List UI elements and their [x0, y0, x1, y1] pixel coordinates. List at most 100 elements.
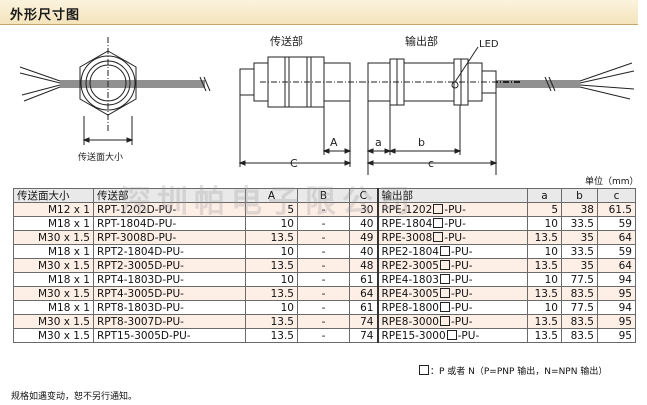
cell-C: 64 — [349, 286, 378, 301]
cell-C: 48 — [349, 258, 378, 273]
transmitter-wires — [19, 66, 211, 102]
receiver-model-prefix: RPE2-3005 — [381, 259, 439, 272]
blank-underline — [183, 301, 195, 314]
transmitter-model: RPT4-3005D-PU- — [97, 287, 184, 300]
cell-size: M18 x 1 — [13, 272, 94, 287]
receiver-model-suffix: -PU- — [444, 217, 466, 230]
cell-B: - — [297, 230, 350, 245]
cell-a: 13.5 — [527, 328, 562, 343]
blank-underline — [183, 273, 195, 286]
col-a: a — [527, 188, 562, 203]
col-A: A — [245, 188, 298, 203]
cell-a: 10 — [527, 300, 562, 315]
blank-underline — [472, 315, 484, 328]
cell-size: M18 x 1 — [13, 244, 94, 259]
receiver-model-suffix: -PU- — [450, 315, 473, 328]
cell-A: 13.5 — [245, 230, 298, 245]
blank-underline — [176, 217, 187, 230]
cell-c: 94 — [597, 300, 636, 315]
receiver-model-prefix: RPE8-3000 — [381, 315, 439, 328]
cell-transmitter: RPT-1804D-PU- — [93, 216, 246, 231]
cell-receiver: RPE4-3005-PU- — [376, 286, 528, 301]
cell-size: M30 x 1.5 — [13, 230, 94, 245]
cell-size: M18 x 1 — [13, 216, 94, 231]
transmitter-model: RPT2-1804D-PU- — [97, 245, 184, 258]
cell-transmitter: RPT15-3005D-PU- — [93, 328, 246, 343]
checkbox-square-icon — [433, 231, 444, 242]
cell-size: M30 x 1.5 — [13, 314, 94, 329]
page-title: 外形尺寸图 — [10, 8, 81, 23]
col-size: 传送面大小 — [13, 188, 94, 203]
cell-transmitter: RPT4-3005D-PU- — [93, 286, 246, 301]
cell-B: - — [297, 244, 350, 259]
blank-underline — [472, 273, 484, 286]
cell-receiver: RPE-3008-PU- — [376, 230, 528, 245]
blank-underline — [472, 287, 484, 300]
receiver-model-suffix: -PU- — [450, 259, 473, 272]
blank-underline — [472, 245, 484, 258]
cell-b: 77.5 — [561, 300, 598, 315]
dim-b-label: b — [418, 136, 425, 149]
col-c: c — [597, 188, 636, 203]
transmitter-label: 传送部 — [270, 34, 303, 48]
blank-underline — [183, 287, 195, 300]
col-transmitter: 传送部 — [93, 188, 246, 203]
checkbox-square-icon — [439, 259, 450, 270]
cell-receiver: RPE-1804 -PU- — [376, 216, 528, 231]
dimension-drawing: 传送部 输出部 LED 传送面大小 A C a b c — [19, 34, 635, 175]
receiver-model-suffix: -PU- — [450, 273, 473, 286]
cell-b: 38 — [561, 202, 598, 217]
cell-B: - — [297, 286, 350, 301]
receiver-model-prefix: RPE-1804 — [381, 217, 433, 230]
cell-B: - — [297, 328, 350, 343]
cell-C: 49 — [349, 230, 378, 245]
blank-underline — [176, 231, 187, 244]
cell-a: 10 — [527, 216, 562, 231]
cell-c: 64 — [597, 230, 636, 245]
receiver-model-suffix: -PU- — [444, 231, 466, 244]
transmitter-model: RPT15-3005D-PU- — [97, 329, 191, 342]
footnote: ：P 或者 N（P=PNP 输出，N=NPN 输出） — [418, 364, 607, 377]
cell-C: 40 — [349, 244, 378, 259]
dim-A-label: A — [330, 136, 338, 149]
cell-C: 61 — [349, 300, 378, 315]
cell-B: - — [297, 300, 350, 315]
cell-A: 10 — [245, 300, 298, 315]
front-view — [62, 37, 154, 145]
cell-B: - — [297, 258, 350, 273]
checkbox-square-icon — [439, 245, 450, 256]
cell-transmitter: RPT8-3007D-PU- — [93, 314, 246, 329]
cell-A: 13.5 — [245, 258, 298, 273]
cell-A: 10 — [245, 272, 298, 287]
receiver-model-prefix: RPE15-3000 — [381, 329, 446, 342]
transmitter-model: RPT-3008D-PU- — [97, 231, 177, 244]
col-receiver: 输出部 — [376, 188, 528, 203]
blank-underline — [465, 203, 477, 216]
cell-size: M12 x 1 — [13, 202, 94, 217]
cell-B: - — [297, 216, 350, 231]
cell-c: 95 — [597, 286, 636, 301]
receiver-wires — [496, 62, 635, 100]
cell-B: - — [297, 202, 350, 217]
cell-B: - — [297, 314, 350, 329]
title-bar: 外形尺寸图 — [0, 0, 638, 25]
checkbox-square-icon — [439, 315, 450, 326]
checkbox-square-icon — [433, 203, 444, 214]
led-label: LED — [479, 39, 499, 50]
cell-receiver: RPE-1202-PU- — [376, 202, 528, 217]
receiver-body — [360, 46, 520, 175]
cell-c: 59 — [597, 244, 636, 259]
cell-a: 5 — [527, 202, 562, 217]
cell-a: 13.5 — [527, 286, 562, 301]
cell-B: - — [297, 272, 350, 287]
transmitter-model: RPT8-3007D-PU- — [97, 315, 184, 328]
cell-A: 10 — [245, 244, 298, 259]
receiver-model-prefix: RPE8-1800 — [381, 301, 439, 314]
receiver-model-suffix: -PU- — [450, 301, 473, 314]
blank-underline — [183, 259, 195, 272]
checkbox-square-icon — [439, 301, 450, 312]
cell-size: M18 x 1 — [13, 300, 94, 315]
